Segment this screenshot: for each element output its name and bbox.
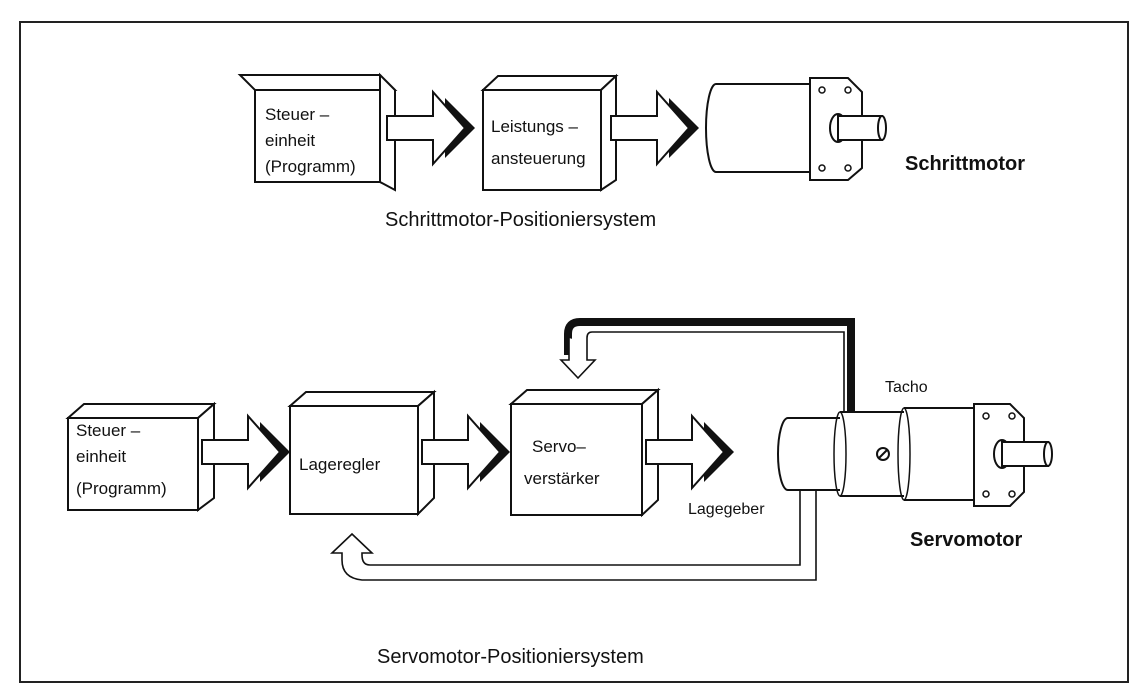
stepper-control-line-2: einheit [265, 131, 315, 150]
stepper-arrow-2 [610, 91, 700, 165]
encoder-label: Lagegeber [688, 501, 765, 518]
tacho-label: Tacho [885, 379, 928, 396]
servo-amplifier-box: Servo– verstärker [508, 387, 661, 518]
stepper-control-line-3: (Programm) [265, 157, 356, 176]
servo-arrow-1 [201, 415, 291, 489]
stepper-control-unit-box: Steuer – einheit (Programm) [237, 72, 398, 192]
stepper-motor-label: Schrittmotor [905, 153, 1025, 175]
encoder-feedback-path [329, 480, 817, 581]
servo-control-unit-box: Steuer – einheit (Programm) [65, 401, 217, 512]
position-controller-label: Lageregler [299, 455, 381, 474]
stepper-arrow-1 [386, 91, 476, 165]
servo-motor-label: Servomotor [910, 529, 1022, 551]
servo-amplifier-line-2: verstärker [524, 469, 600, 488]
servo-control-line-1: Steuer – [76, 421, 141, 440]
stepper-motor-image [705, 77, 887, 181]
servo-control-line-3: (Programm) [76, 479, 167, 498]
stepper-power-line-1: Leistungs – [491, 117, 578, 136]
servo-arrow-2 [421, 415, 511, 489]
servo-arrow-3 [645, 415, 735, 489]
stepper-caption: Schrittmotor-Positioniersystem [385, 209, 656, 231]
stepper-power-stage-box: Leistungs – ansteuerung [480, 73, 619, 192]
diagram-frame [19, 21, 1129, 683]
stepper-control-line-1: Steuer – [265, 105, 330, 124]
position-controller-box: Lageregler [287, 389, 437, 517]
servo-motor-image [777, 403, 1053, 507]
servo-control-line-2: einheit [76, 447, 126, 466]
servo-caption: Servomotor-Positioniersystem [377, 646, 644, 668]
stepper-power-line-2: ansteuerung [491, 149, 586, 168]
servo-amplifier-line-1: Servo– [532, 437, 586, 456]
tacho-feedback-path [559, 318, 855, 415]
